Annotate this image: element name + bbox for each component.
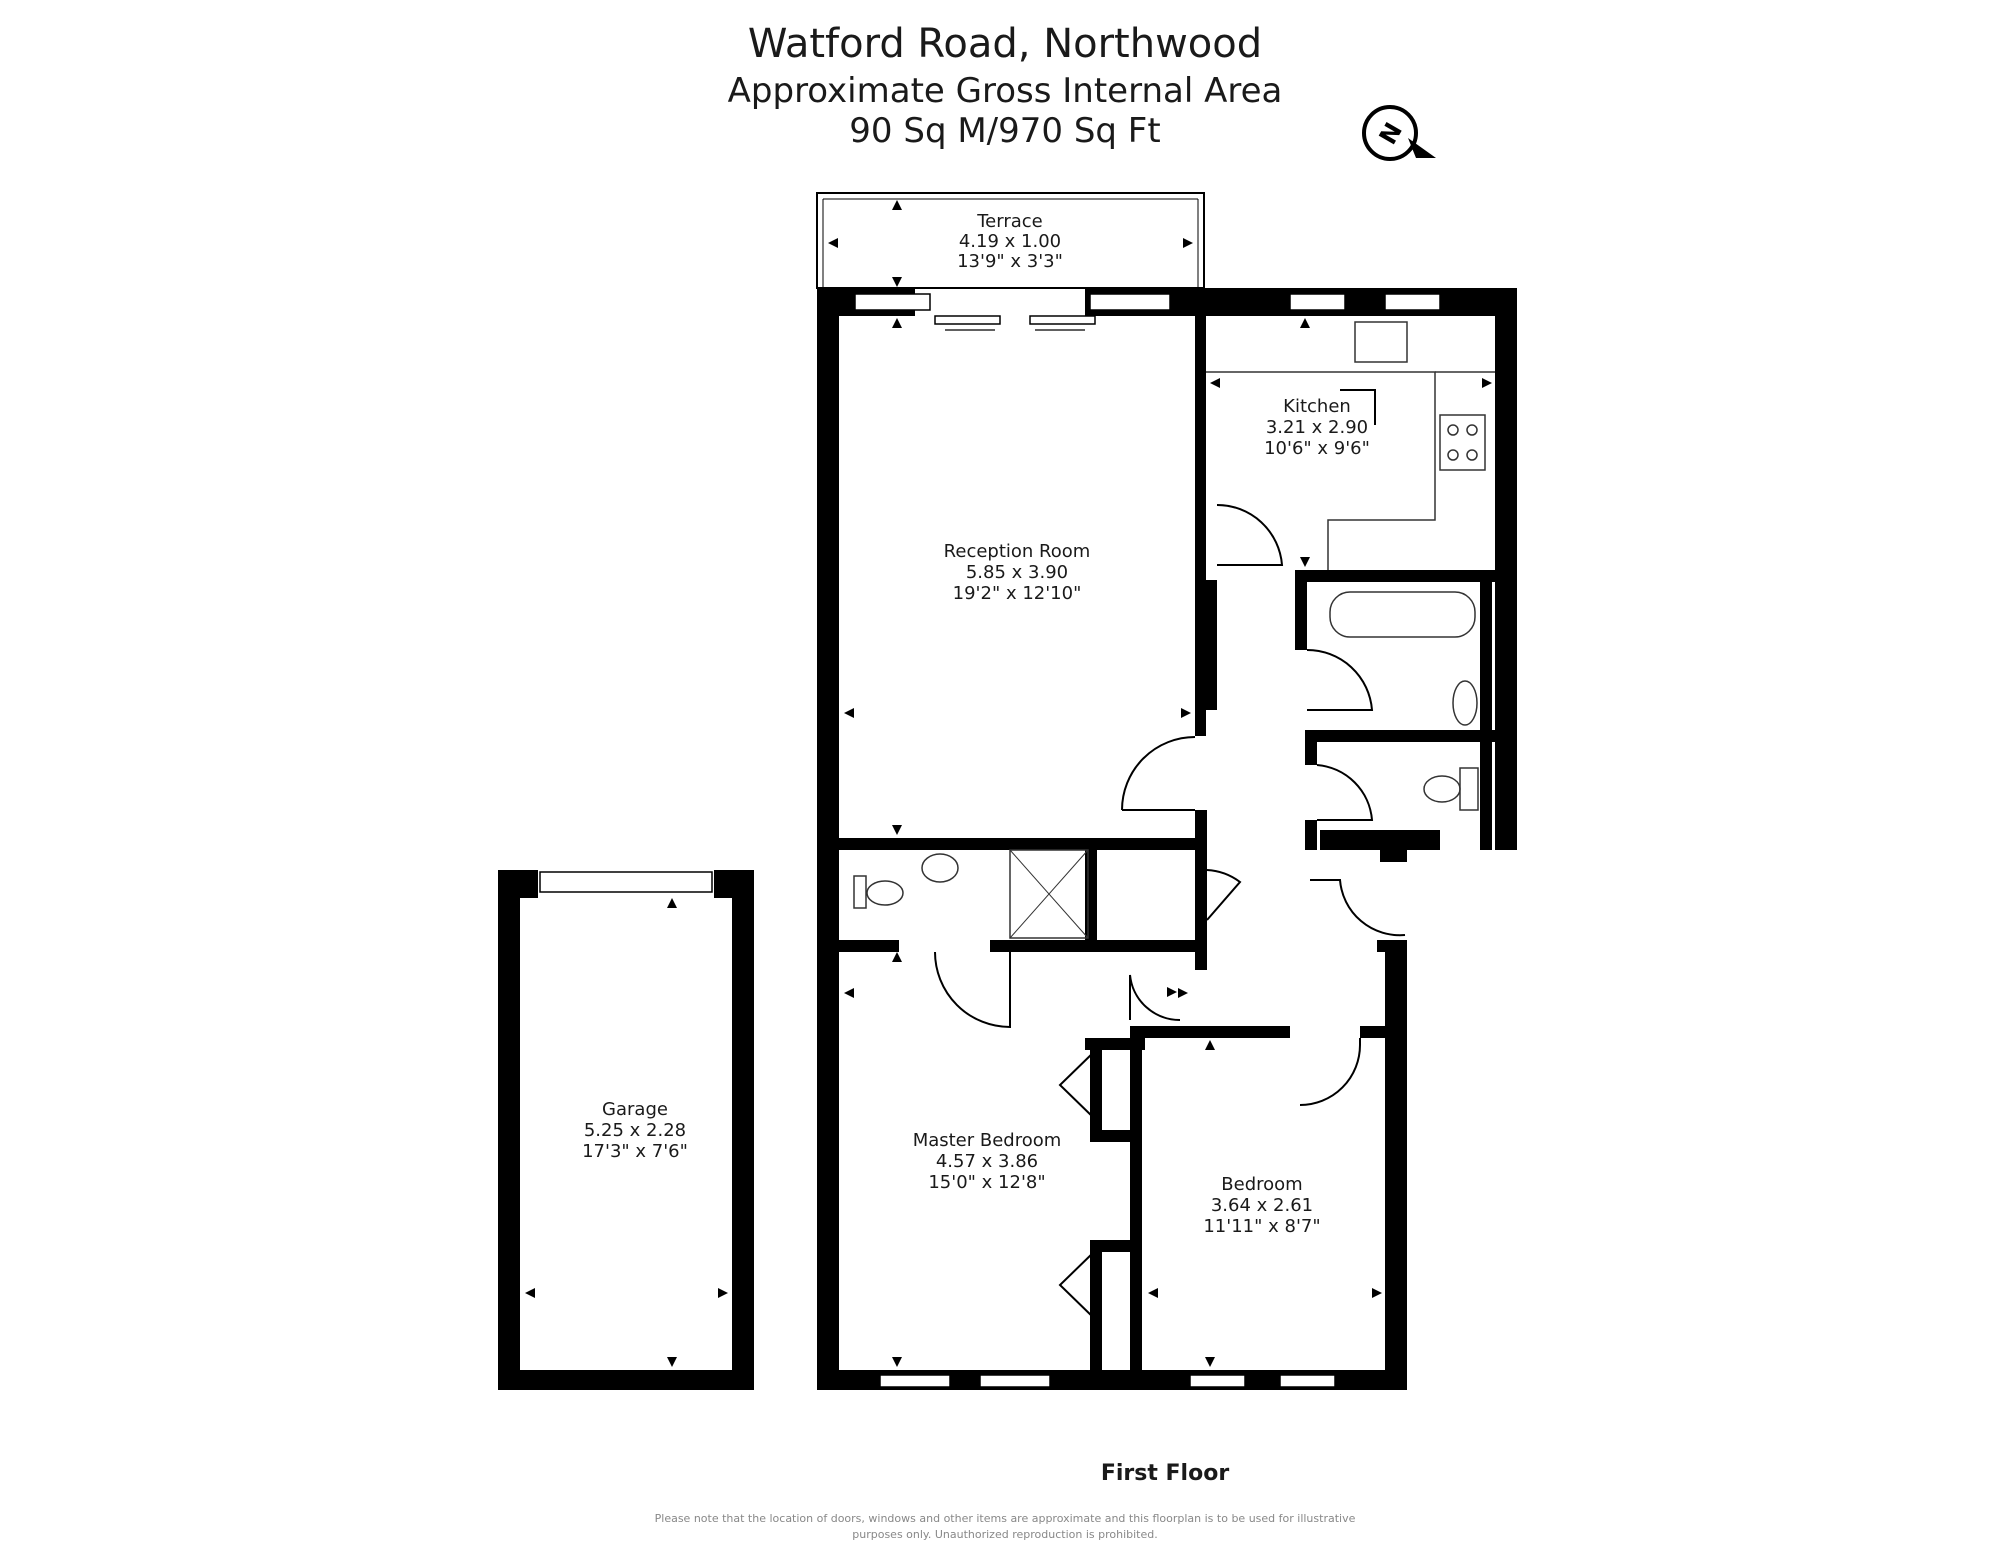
garage — [498, 870, 754, 1390]
kitchen-metric: 3.21 x 2.90 — [1266, 417, 1368, 438]
disclaimer-line-2: purposes only. Unauthorized reproduction… — [852, 1528, 1157, 1541]
master-name: Master Bedroom — [913, 1130, 1062, 1151]
disclaimer-line-1: Please note that the location of doors, … — [655, 1512, 1356, 1525]
garage-name: Garage — [602, 1099, 668, 1120]
area-value: 90 Sq M/970 Sq Ft — [849, 111, 1160, 151]
windows — [854, 293, 1441, 1388]
area-title: Approximate Gross Internal Area — [728, 71, 1283, 111]
garage-metric: 5.25 x 2.28 — [584, 1120, 686, 1141]
kitchen-name: Kitchen — [1283, 396, 1351, 417]
terrace-name: Terrace — [976, 211, 1043, 232]
address-title: Watford Road, Northwood — [748, 21, 1262, 67]
terrace-imperial: 13'9" x 3'3" — [957, 251, 1063, 272]
terrace — [816, 192, 1205, 289]
kitchen-imperial: 10'6" x 9'6" — [1264, 438, 1370, 459]
bedroom-name: Bedroom — [1221, 1174, 1302, 1195]
reception-label: Reception Room 5.85 x 3.90 19'2" x 12'10… — [944, 541, 1091, 604]
reception-name: Reception Room — [944, 541, 1091, 562]
kitchen-label: Kitchen 3.21 x 2.90 10'6" x 9'6" — [1264, 396, 1370, 459]
bedroom-label: Bedroom 3.64 x 2.61 11'11" x 8'7" — [1203, 1174, 1320, 1237]
terrace-label: Terrace 4.19 x 1.00 13'9" x 3'3" — [957, 211, 1063, 272]
master-bedroom-label: Master Bedroom 4.57 x 3.86 15'0" x 12'8" — [913, 1130, 1062, 1193]
bedroom-imperial: 11'11" x 8'7" — [1203, 1216, 1320, 1237]
compass-letter: N — [1374, 118, 1408, 149]
master-imperial: 15'0" x 12'8" — [928, 1172, 1045, 1193]
bathroom-fixtures — [853, 591, 1479, 939]
garage-imperial: 17'3" x 7'6" — [582, 1141, 688, 1162]
door-swings — [934, 389, 1406, 1321]
floor-label: First Floor — [1101, 1461, 1229, 1486]
reception-metric: 5.85 x 3.90 — [966, 562, 1068, 583]
dimension-arrows — [844, 318, 1492, 1367]
bedroom-metric: 3.64 x 2.61 — [1211, 1195, 1313, 1216]
kitchen-fixtures — [1206, 321, 1495, 570]
flat-walls — [817, 288, 1517, 1390]
terrace-metric: 4.19 x 1.00 — [959, 231, 1061, 252]
compass-north-icon: N — [1362, 105, 1436, 161]
master-metric: 4.57 x 3.86 — [936, 1151, 1038, 1172]
garage-label: Garage 5.25 x 2.28 17'3" x 7'6" — [582, 1099, 688, 1162]
reception-imperial: 19'2" x 12'10" — [953, 583, 1082, 604]
